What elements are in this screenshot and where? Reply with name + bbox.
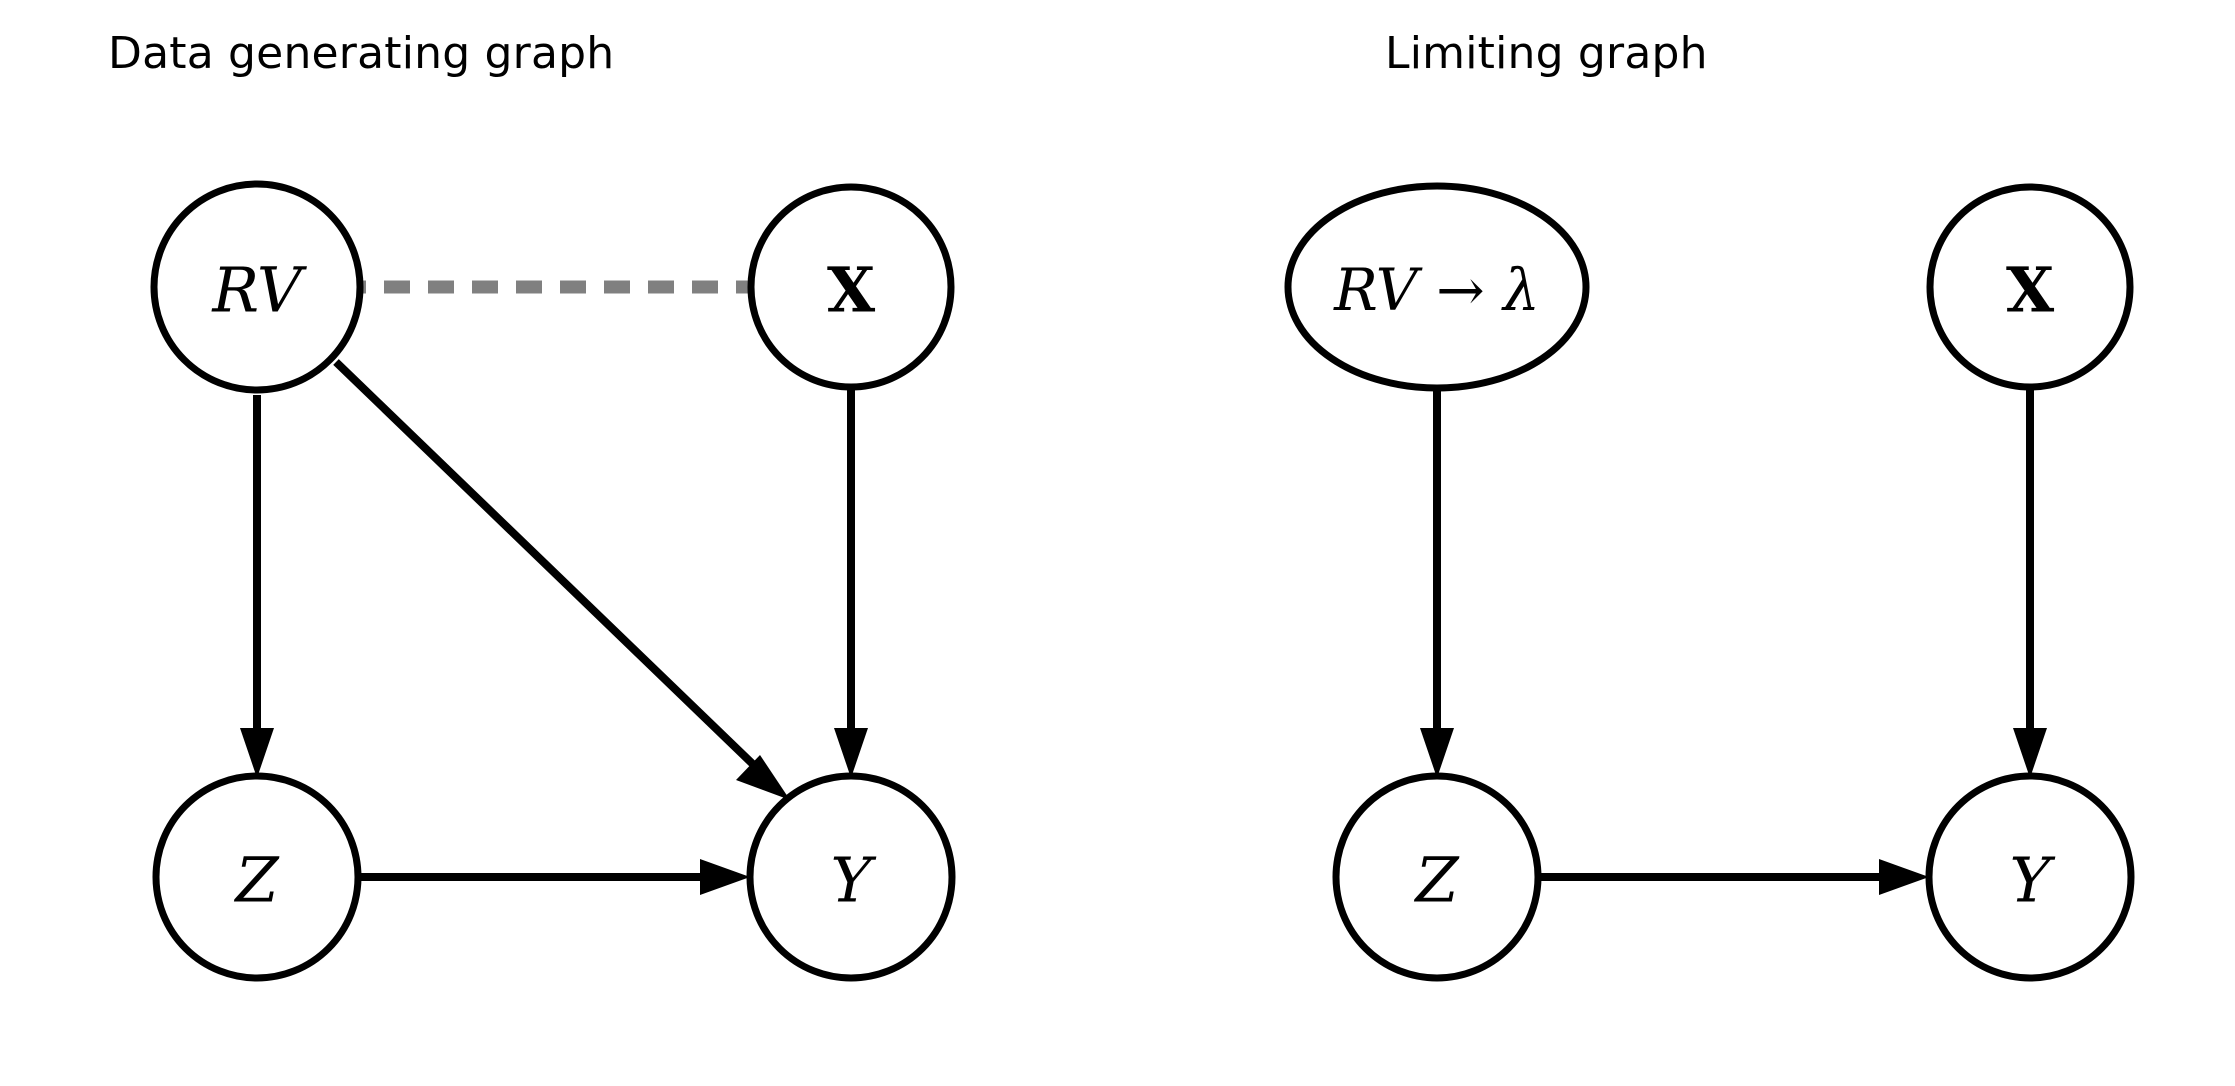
left-panel-title: Data generating graph [108, 28, 615, 79]
edge-z-to-y-right [1539, 859, 1929, 895]
right-panel-title: Limiting graph [1385, 28, 1708, 79]
node-rv-to-lambda-label: RV → λ [1333, 256, 1540, 324]
node-y-right[interactable]: Y [1925, 772, 2135, 982]
node-z-right-label: Z [1413, 844, 1459, 917]
node-z-left[interactable]: Z [152, 772, 362, 982]
node-x-right-label: X [2006, 254, 2055, 327]
edge-rv-to-z [240, 395, 274, 778]
edge-x-to-y [834, 390, 868, 778]
right-graph-group: RV → λ X Z Y [1284, 182, 2135, 982]
edge-z-to-y [360, 859, 750, 895]
node-z-left-label: Z [233, 844, 279, 917]
node-z-right[interactable]: Z [1332, 772, 1542, 982]
edge-rv-to-y [333, 359, 790, 800]
left-graph-group: RV X Z Y [150, 180, 956, 982]
edge-rvlambda-to-z [1420, 388, 1454, 778]
node-x-left[interactable]: X [747, 183, 955, 391]
node-y-left-label: Y [831, 844, 877, 917]
node-rv-label: RV [211, 254, 307, 327]
node-x-right[interactable]: X [1926, 183, 2134, 391]
node-x-left-label: X [827, 254, 876, 327]
node-y-right-label: Y [2010, 844, 2056, 917]
node-rv[interactable]: RV [150, 180, 364, 394]
node-rv-to-lambda[interactable]: RV → λ [1284, 182, 1590, 392]
edge-x-to-y-right [2013, 390, 2047, 778]
node-y-left[interactable]: Y [746, 772, 956, 982]
